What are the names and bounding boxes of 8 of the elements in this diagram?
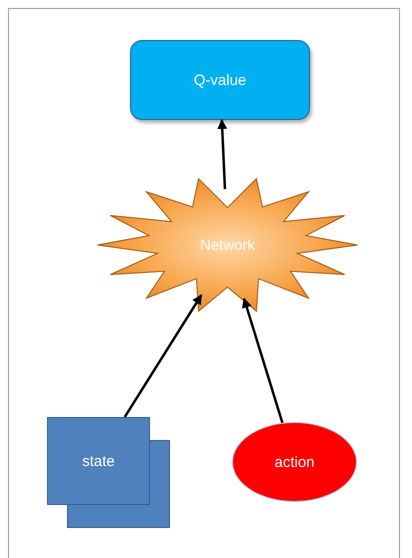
arrow	[242, 298, 284, 424]
arrow	[124, 294, 202, 418]
node-label: action	[274, 454, 315, 470]
node-label: Network	[200, 236, 255, 254]
rounded-box	[130, 40, 310, 120]
arrow	[217, 119, 228, 190]
node-label: Q-value	[194, 72, 246, 88]
node-label: state	[82, 452, 115, 470]
